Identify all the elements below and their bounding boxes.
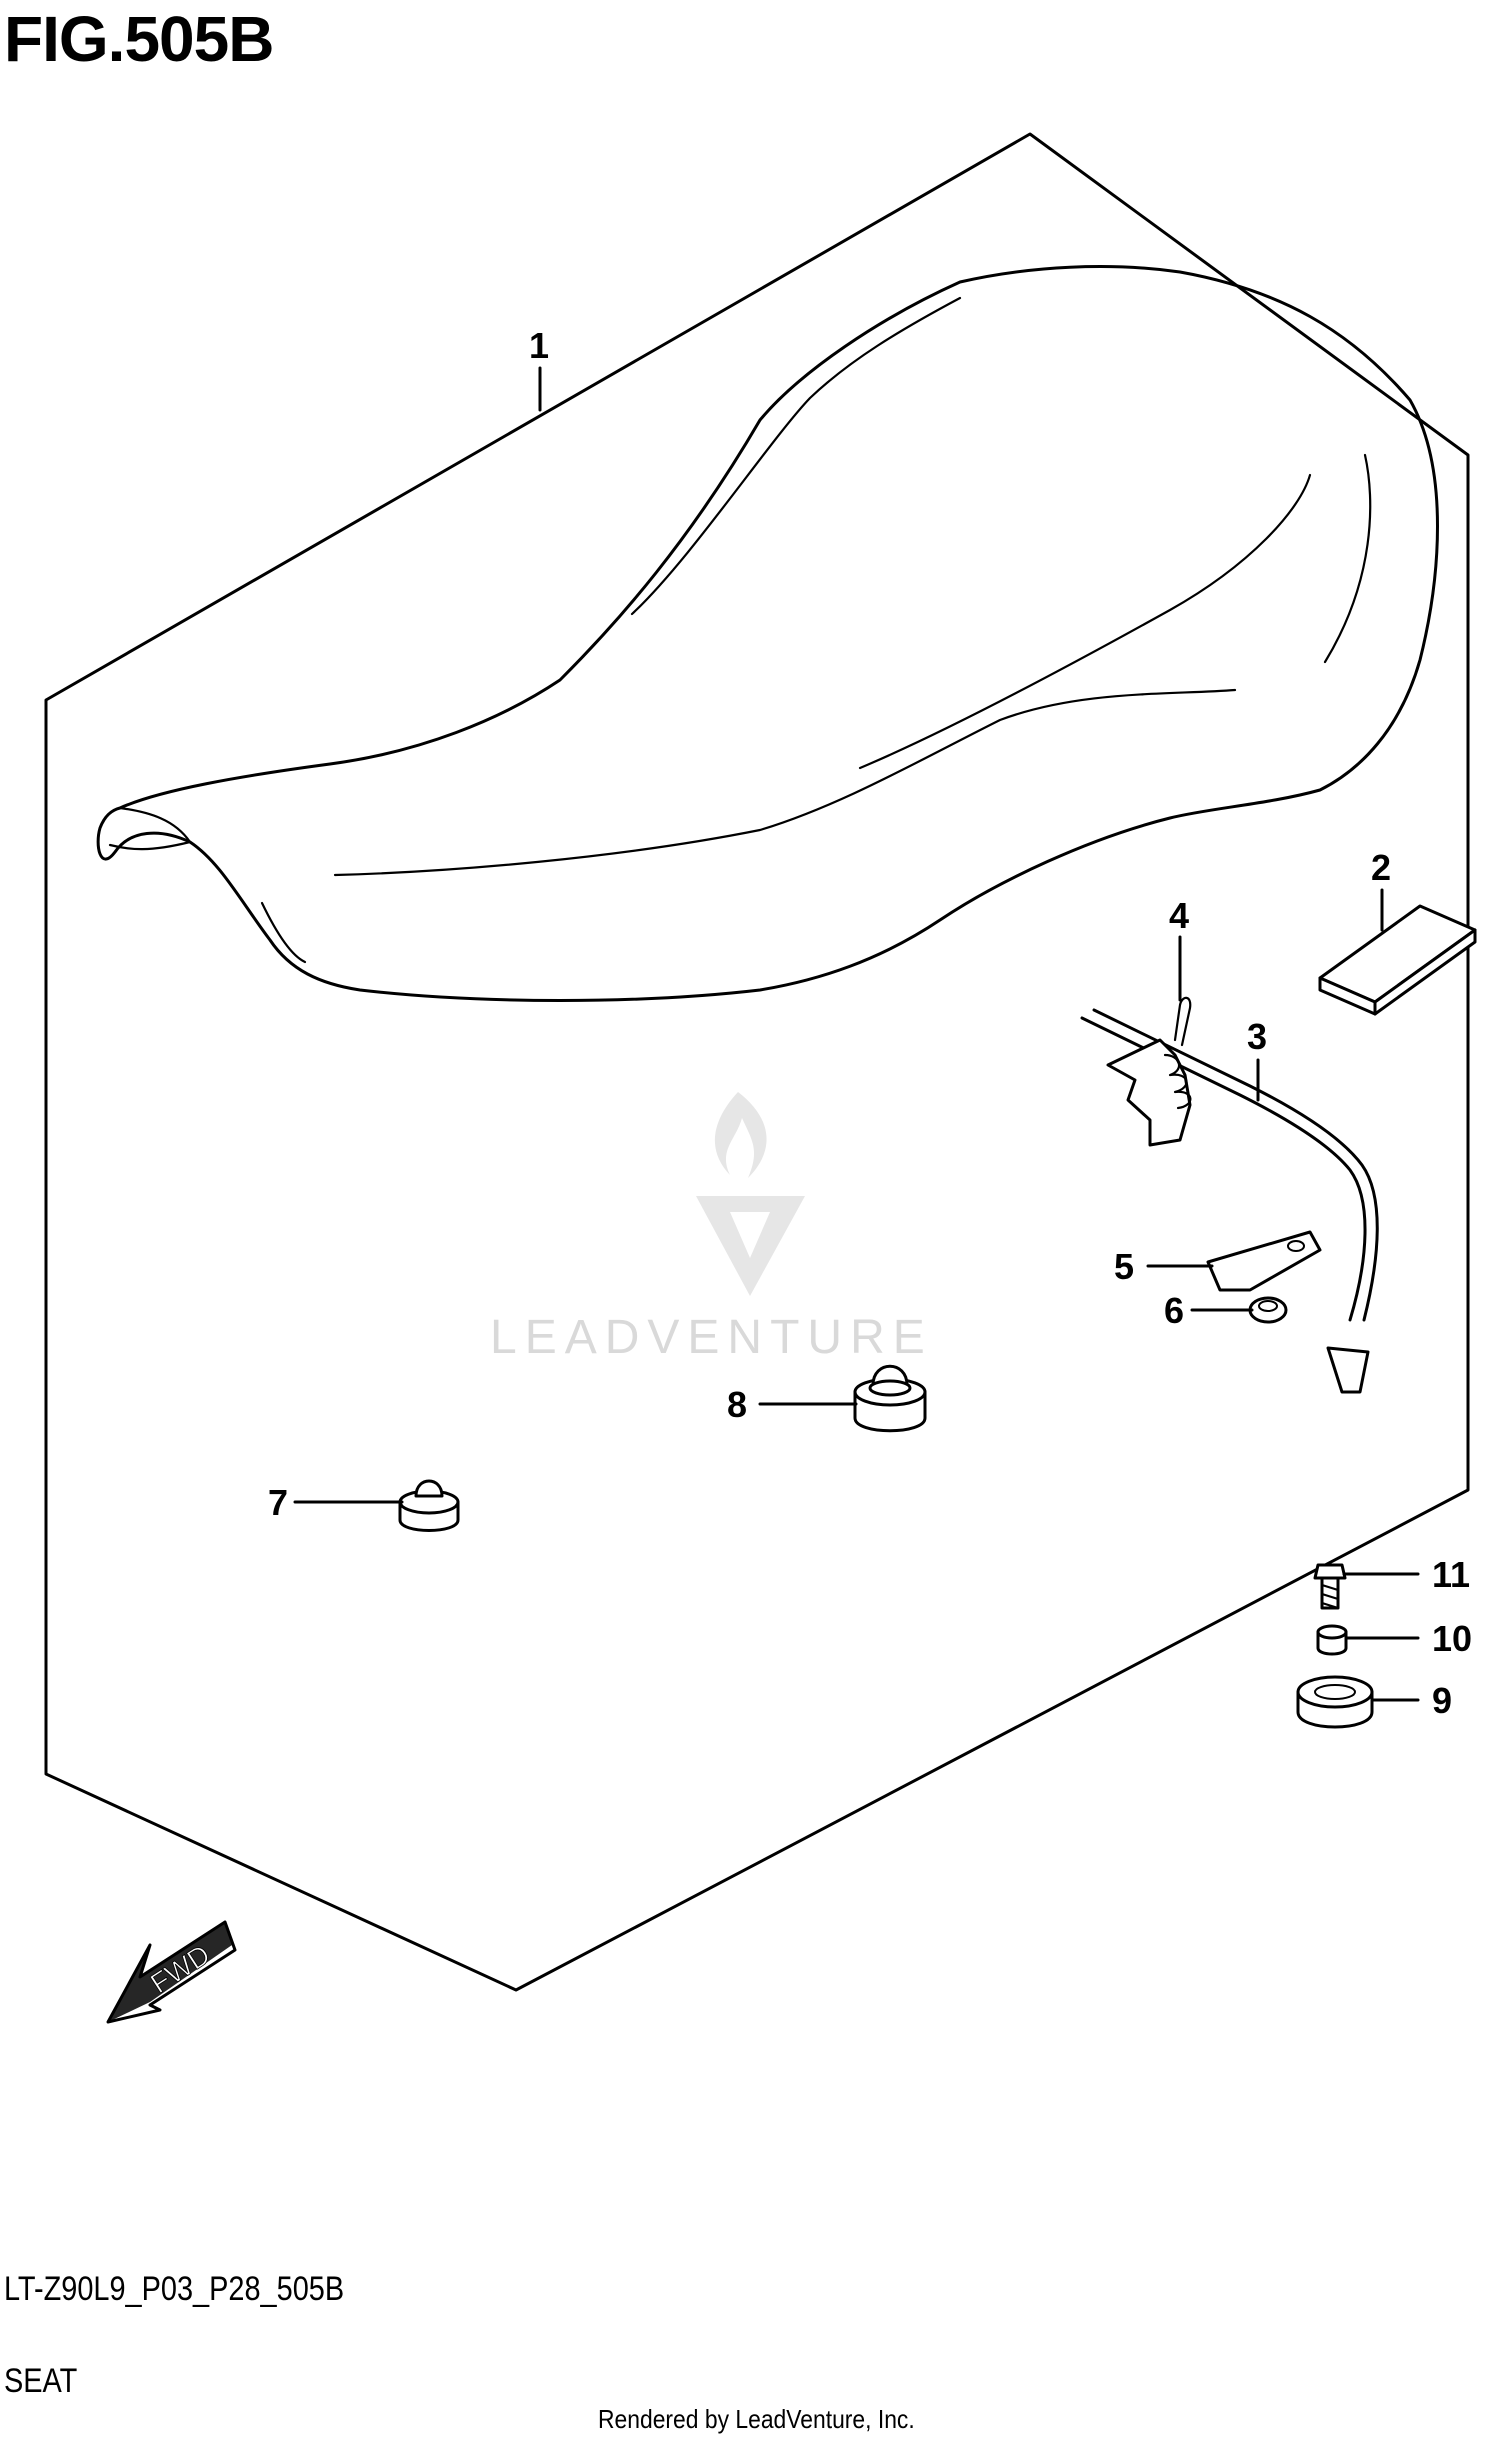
cushion-part-7 (398, 1479, 460, 1532)
callout-6: 6 (1164, 1290, 1184, 1331)
nut-part (1248, 1296, 1288, 1324)
callout-8: 8 (727, 1384, 747, 1425)
callout-5: 5 (1114, 1246, 1134, 1287)
section-name: SEAT (4, 2362, 78, 2400)
render-credit: Rendered by LeadVenture, Inc. (598, 2404, 915, 2434)
cushion-part-9 (1296, 1675, 1374, 1729)
seat-lock-rod-part (1080, 1008, 1379, 1394)
figure-title: FIG.505B (4, 3, 274, 75)
callout-4: 4 (1169, 895, 1189, 936)
callout-11: 11 (1432, 1554, 1470, 1595)
leadventure-logo-icon (696, 1092, 805, 1296)
collar-part (1316, 1624, 1348, 1656)
forward-direction-arrow-icon: FWD (106, 1920, 237, 2024)
assembly-boundary (44, 132, 1470, 1992)
cushion-part-8 (853, 1364, 927, 1433)
callout-leaders (293, 366, 1420, 1702)
seat-part (96, 265, 1439, 1002)
spring-bracket-part (1106, 996, 1192, 1147)
cushion-pad-part (1318, 904, 1477, 1016)
watermark-text: LEADVENTURE (490, 1311, 933, 1364)
bolt-part (1313, 1563, 1347, 1610)
plate-part (1206, 1230, 1322, 1292)
callout-3: 3 (1247, 1016, 1267, 1057)
callout-7: 7 (268, 1482, 288, 1523)
callout-9: 9 (1432, 1680, 1452, 1721)
diagram-code: LT-Z90L9_P03_P28_505B (4, 2270, 345, 2308)
callout-2: 2 (1371, 847, 1391, 888)
callout-1: 1 (529, 325, 549, 366)
callout-10: 10 (1432, 1618, 1472, 1659)
